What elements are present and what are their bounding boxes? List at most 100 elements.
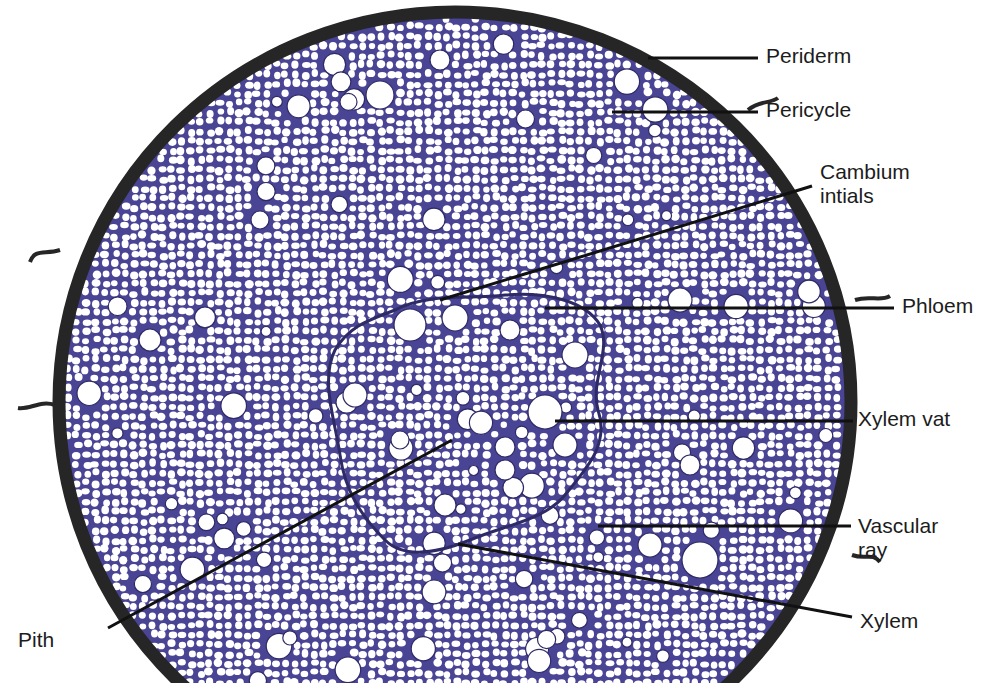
cell xyxy=(484,318,490,324)
cell xyxy=(549,99,558,106)
cell xyxy=(481,120,488,126)
cell xyxy=(759,270,766,276)
cell xyxy=(405,137,412,144)
cell xyxy=(168,348,175,355)
cell xyxy=(768,223,776,230)
cell xyxy=(568,164,575,171)
cell xyxy=(205,139,213,145)
cell xyxy=(280,299,289,307)
cell xyxy=(559,61,566,68)
cell xyxy=(455,167,462,175)
cell xyxy=(538,250,546,257)
cell xyxy=(129,291,137,298)
cell xyxy=(567,280,574,287)
cell xyxy=(196,129,203,136)
cell xyxy=(281,291,288,299)
cell xyxy=(756,346,763,354)
cell xyxy=(680,270,688,277)
cell xyxy=(786,252,794,260)
cell xyxy=(170,325,178,334)
cell xyxy=(577,92,586,98)
cell xyxy=(699,223,707,229)
cell xyxy=(567,222,574,230)
cell xyxy=(587,51,594,59)
cell xyxy=(623,233,630,239)
cell xyxy=(737,335,745,343)
cell xyxy=(312,222,320,229)
cell xyxy=(595,53,603,59)
cell xyxy=(793,232,801,239)
cell xyxy=(531,223,538,230)
cell xyxy=(407,231,414,238)
cell xyxy=(633,319,640,326)
cell xyxy=(338,233,345,240)
cell xyxy=(435,91,442,100)
cell xyxy=(538,81,545,87)
cell xyxy=(547,232,556,238)
cell xyxy=(711,146,718,154)
cell xyxy=(520,137,527,145)
cell xyxy=(149,271,155,278)
cell xyxy=(434,146,442,153)
cell xyxy=(454,194,461,200)
cell xyxy=(777,212,785,219)
cell xyxy=(358,118,364,126)
cell xyxy=(652,174,661,182)
cell xyxy=(360,280,367,286)
cell xyxy=(367,310,375,318)
cell xyxy=(606,299,615,307)
cell xyxy=(700,194,709,202)
cell xyxy=(480,337,489,345)
cell xyxy=(453,262,460,269)
cell xyxy=(679,253,688,260)
cell xyxy=(520,338,529,344)
cell xyxy=(302,195,309,202)
cell xyxy=(262,270,269,278)
cell xyxy=(103,271,110,278)
cell xyxy=(777,204,785,211)
cell xyxy=(702,335,709,343)
cell xyxy=(786,335,793,343)
cell xyxy=(311,164,317,171)
cell xyxy=(483,308,490,314)
cell xyxy=(167,175,175,183)
cell xyxy=(493,270,500,278)
cell xyxy=(529,253,536,260)
cell xyxy=(739,212,747,220)
cell xyxy=(500,89,507,97)
cell xyxy=(604,309,612,316)
cell xyxy=(281,242,288,250)
cell xyxy=(691,119,699,127)
cell xyxy=(168,298,176,306)
cell xyxy=(709,138,716,145)
cell xyxy=(368,184,375,192)
cell xyxy=(757,250,765,258)
cell xyxy=(758,281,767,287)
cell xyxy=(645,280,652,288)
cell xyxy=(369,327,377,334)
cell xyxy=(786,280,795,288)
cell xyxy=(522,100,529,109)
cell xyxy=(473,99,481,107)
cell xyxy=(511,259,518,267)
cell xyxy=(339,164,347,172)
cell xyxy=(539,242,546,249)
cell xyxy=(293,195,301,202)
cell xyxy=(332,281,339,289)
cell xyxy=(330,107,339,115)
cell xyxy=(550,326,558,334)
cell xyxy=(235,109,244,117)
cell xyxy=(224,268,232,276)
cell xyxy=(101,289,108,296)
cell xyxy=(302,298,310,306)
cell xyxy=(625,270,633,277)
cell xyxy=(671,347,679,355)
cell xyxy=(350,289,358,296)
cell xyxy=(329,297,336,304)
cell xyxy=(387,337,396,345)
cell xyxy=(435,252,444,260)
cell xyxy=(479,33,488,41)
cell xyxy=(652,345,660,352)
cell xyxy=(159,319,167,326)
cell xyxy=(510,167,518,173)
